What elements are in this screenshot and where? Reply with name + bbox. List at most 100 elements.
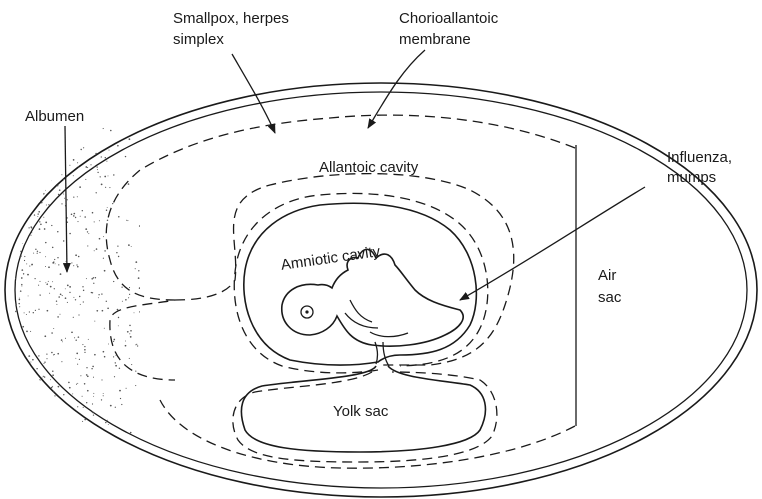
air-sac-label-line2: sac xyxy=(598,289,622,306)
albumen-dot xyxy=(20,374,21,375)
albumen-dot xyxy=(33,181,34,182)
albumen-dot xyxy=(26,314,27,315)
albumen-dot xyxy=(43,376,44,377)
albumen-dot xyxy=(93,283,94,284)
albumen-dot xyxy=(48,266,50,268)
albumen-dot xyxy=(19,306,20,307)
albumen-dot xyxy=(101,293,102,294)
albumen-dot xyxy=(84,383,86,385)
albumen-dot xyxy=(110,405,112,407)
albumen-dot xyxy=(37,382,38,383)
albumen-dot xyxy=(113,356,114,357)
albumen-dot xyxy=(85,228,87,230)
albumen-dot xyxy=(37,251,38,252)
albumen-dot xyxy=(68,382,70,384)
albumen-dot xyxy=(118,325,119,326)
albumen-dot xyxy=(56,304,57,305)
albumen-dot xyxy=(120,398,121,399)
albumen-dot xyxy=(34,448,35,449)
albumen-dot xyxy=(26,224,27,225)
albumen-dot xyxy=(90,164,91,165)
albumen-dot xyxy=(41,182,42,183)
albumen-dot xyxy=(19,298,20,299)
albumen-dot xyxy=(35,310,36,311)
albumen-dot xyxy=(105,157,106,158)
chorioallantoic-label-line2: membrane xyxy=(399,31,471,48)
albumen-dot xyxy=(69,445,70,446)
albumen-dot xyxy=(36,429,37,430)
albumen-dot xyxy=(52,152,53,153)
albumen-dot xyxy=(25,165,27,167)
albumen-dot xyxy=(95,153,97,155)
albumen-dot xyxy=(98,297,99,298)
albumen-dot xyxy=(118,442,119,443)
albumen-dot xyxy=(41,202,43,204)
albumen-dot xyxy=(32,199,33,200)
albumen-dot xyxy=(35,167,36,168)
albumen-dot xyxy=(127,331,129,333)
albumen-dot xyxy=(131,364,132,365)
albumen-dot xyxy=(21,277,23,279)
albumen-dot xyxy=(80,434,81,435)
albumen-dot xyxy=(44,376,46,378)
albumen-dot xyxy=(26,263,27,264)
egg-shell-inner xyxy=(15,92,747,488)
albumen-dot xyxy=(31,232,32,233)
albumen-dot xyxy=(50,180,51,181)
albumen-dot xyxy=(95,277,96,278)
albumen-dot xyxy=(116,252,117,253)
albumen-dot xyxy=(77,406,78,407)
albumen-dot xyxy=(33,312,34,313)
albumen-dot xyxy=(21,241,23,243)
albumen-dot xyxy=(52,445,53,446)
albumen-dot xyxy=(99,220,100,221)
albumen-dot xyxy=(129,294,130,295)
albumen-dot xyxy=(18,179,20,181)
albumen-dot xyxy=(103,393,104,394)
albumen-dot xyxy=(39,397,40,398)
albumen-dot xyxy=(58,194,59,195)
albumen-dot xyxy=(94,221,95,222)
albumen-dot xyxy=(36,386,37,387)
albumen-dot xyxy=(15,311,16,312)
albumen-dot xyxy=(18,303,19,304)
albumen-dot xyxy=(54,288,55,289)
albumen-dot xyxy=(104,328,105,329)
albumen-dot xyxy=(103,440,104,441)
albumen-dot xyxy=(77,383,78,384)
albumen-dot xyxy=(54,259,55,260)
albumen-dot xyxy=(29,400,31,402)
albumen-dot xyxy=(24,427,26,429)
albumen-dot xyxy=(49,422,51,424)
albumen-dot xyxy=(22,377,23,378)
chorioallantoic-label-line1: Chorioallantoic xyxy=(399,10,499,27)
albumen-dot xyxy=(56,429,57,430)
albumen-dot xyxy=(46,204,47,205)
albumen-dot xyxy=(45,222,47,224)
albumen-dot xyxy=(49,293,50,294)
smallpox-arrow xyxy=(232,54,275,133)
albumen-dot xyxy=(39,379,41,381)
albumen-dot xyxy=(107,220,108,221)
albumen-dot xyxy=(107,307,109,309)
albumen-dot xyxy=(82,344,83,345)
albumen-dot xyxy=(28,159,29,160)
albumen-dot xyxy=(85,166,87,168)
albumen-dot xyxy=(33,179,34,180)
albumen-dot xyxy=(35,249,36,250)
albumen-dot xyxy=(25,172,26,173)
albumen-dot xyxy=(16,387,18,389)
albumen-dot xyxy=(34,375,36,377)
albumen-dot xyxy=(72,393,73,394)
albumen-dot xyxy=(104,250,106,252)
albumen-dot xyxy=(18,120,20,122)
albumen-dot xyxy=(37,381,39,383)
albumen-dot xyxy=(47,149,48,150)
albumen-dot xyxy=(28,227,29,228)
albumen-dot xyxy=(138,270,139,271)
albumen-dot xyxy=(62,295,63,296)
albumen-dot xyxy=(135,261,137,263)
albumen-dot xyxy=(15,264,16,265)
albumen-dot xyxy=(67,302,68,303)
albumen-dot xyxy=(58,264,59,265)
